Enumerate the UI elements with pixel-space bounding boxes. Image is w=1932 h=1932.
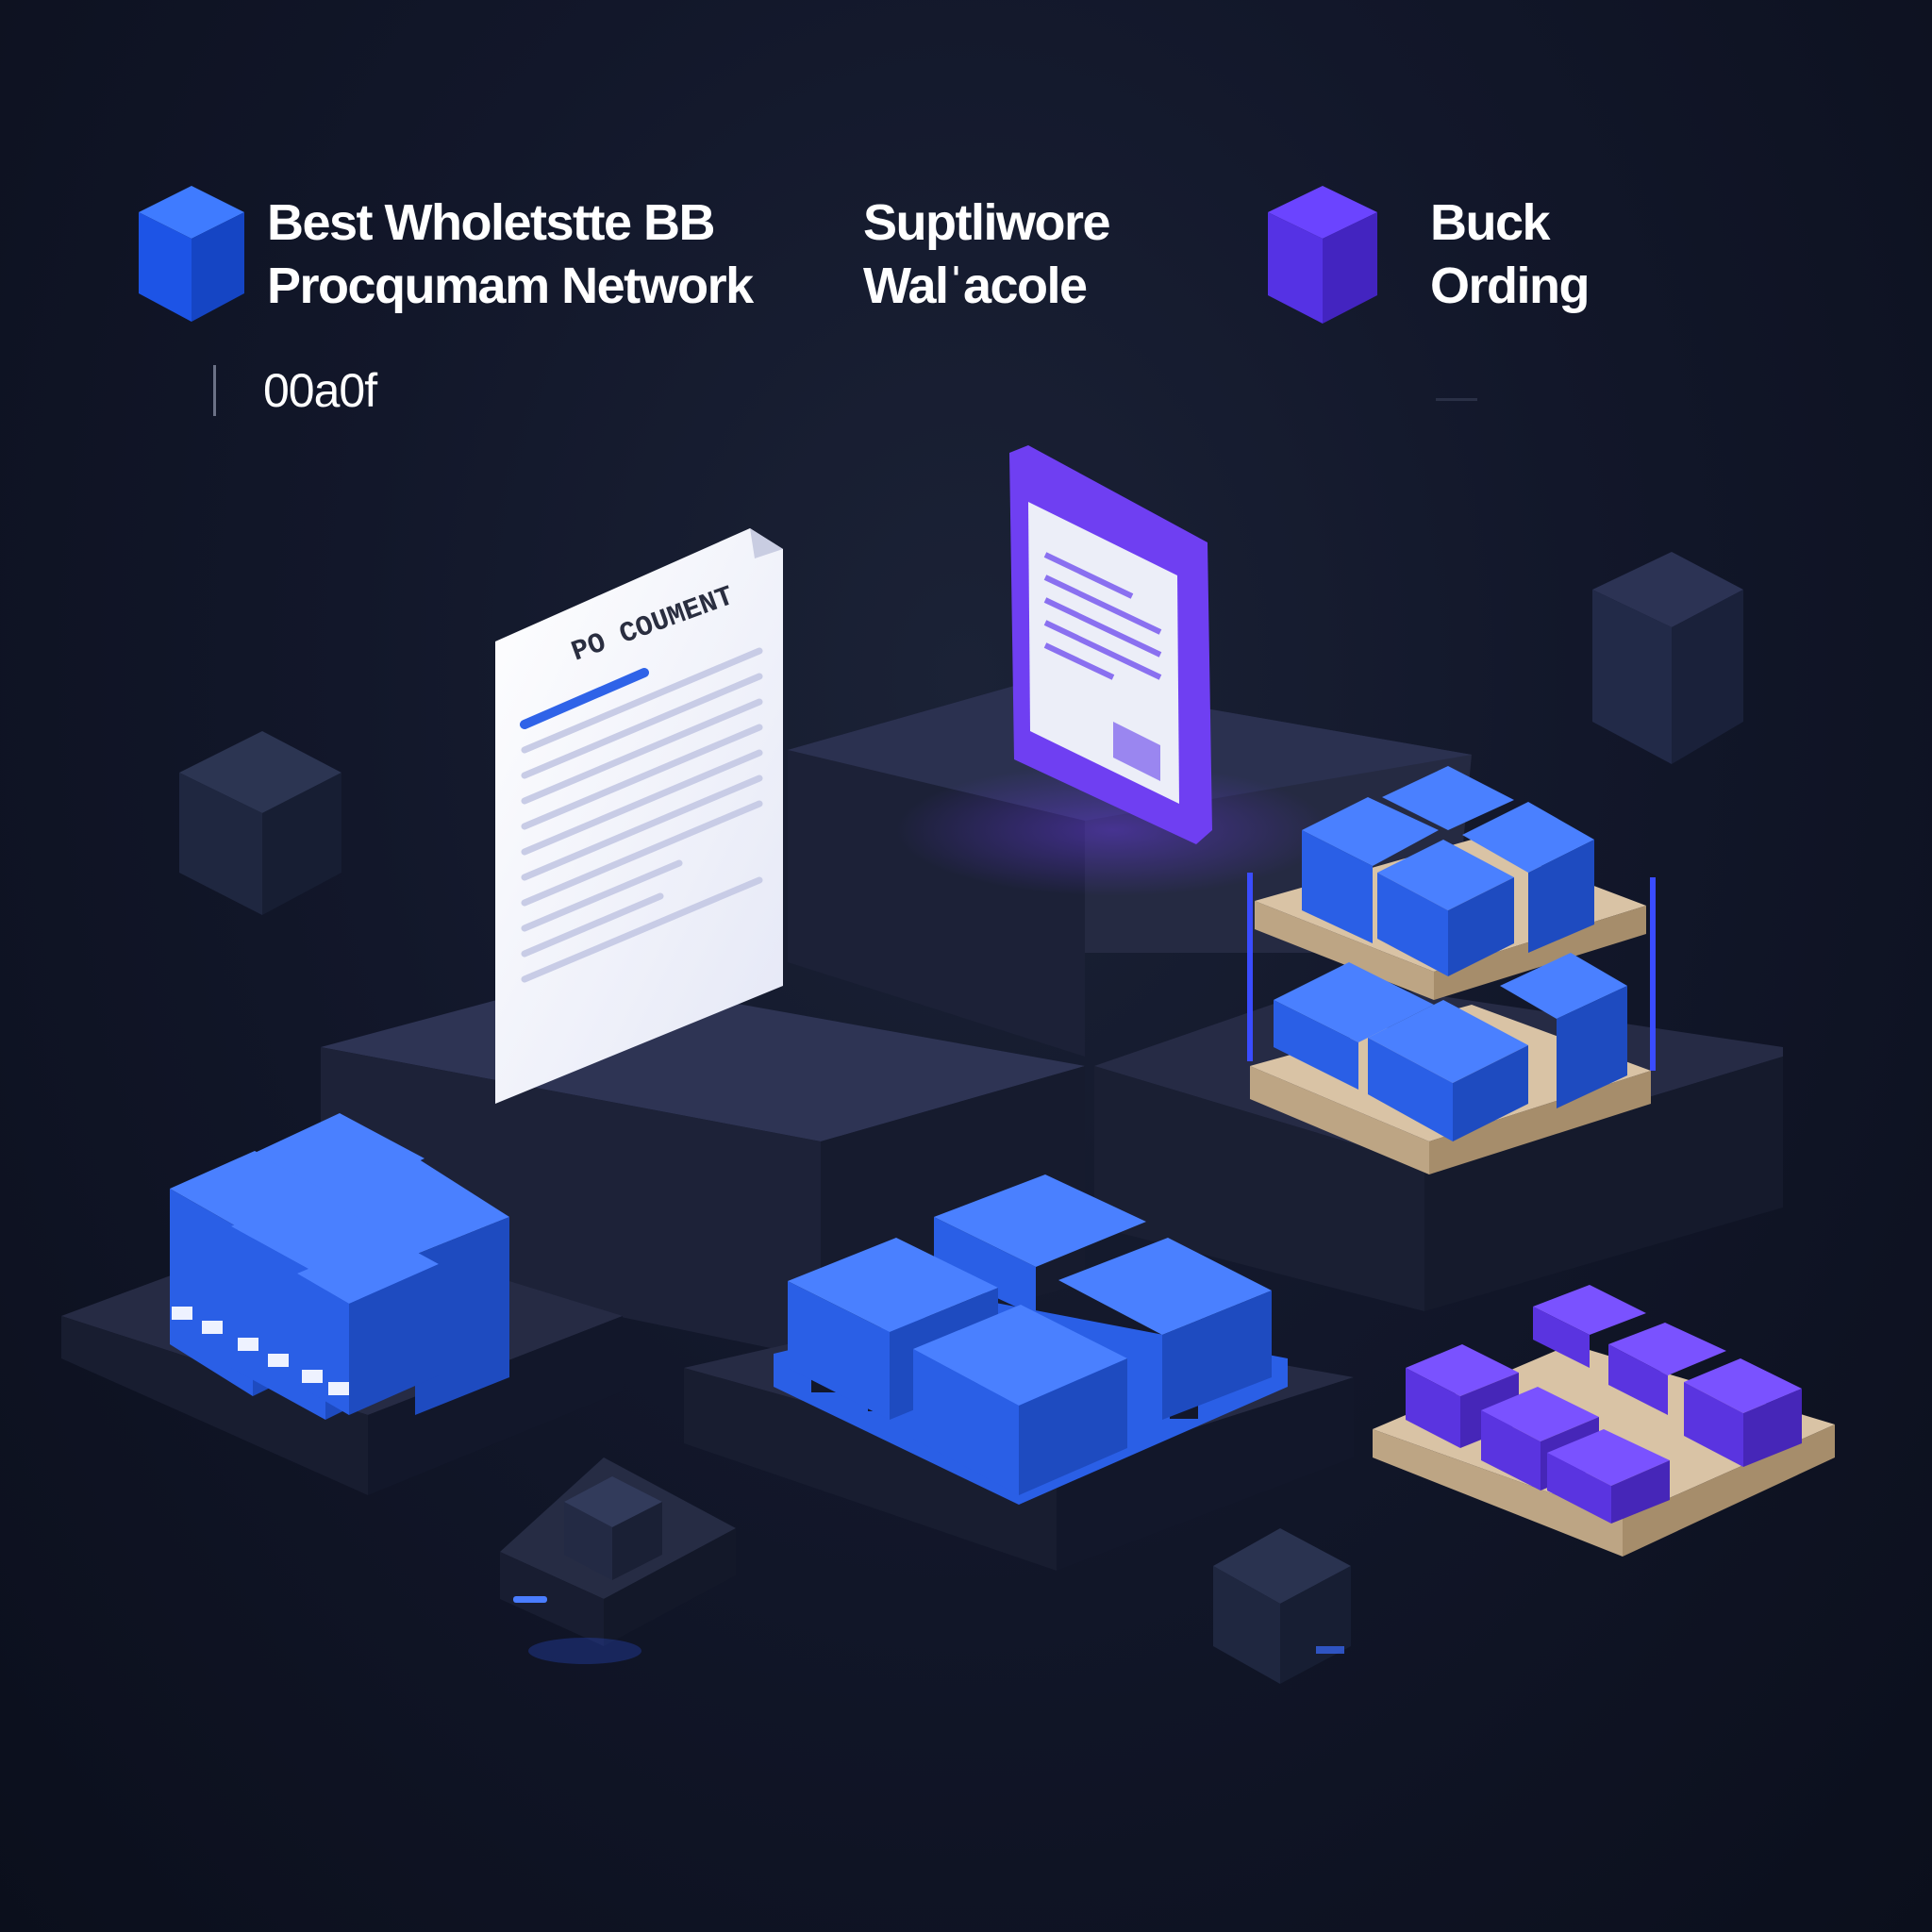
box-group-left — [170, 1113, 509, 1420]
decor-cube-bottom — [1213, 1528, 1351, 1684]
sub-code-row: 00a0f — [213, 363, 377, 418]
blue-box — [1382, 766, 1514, 830]
blue-box — [1462, 802, 1594, 953]
blue-cube-icon — [139, 186, 244, 322]
blue-box — [1274, 962, 1434, 1090]
purple-cube-icon — [1268, 186, 1377, 324]
shelf-rack — [1247, 766, 1656, 1174]
header-label-bulk-ordering: Buck Ording — [1430, 194, 1590, 314]
blue-box — [934, 1174, 1146, 1316]
header-item-bulk-ordering: Buck Ording — [1264, 184, 1590, 327]
blue-box — [1500, 953, 1627, 1108]
sub-code: 00a0f — [263, 364, 377, 417]
header-item-warehouse: Suptliwore Walˈacole — [863, 192, 1111, 318]
blue-box — [1368, 1000, 1528, 1141]
small-node-platform — [500, 1457, 736, 1664]
purple-box — [1547, 1429, 1670, 1524]
blue-box — [1302, 797, 1439, 943]
purple-box — [1684, 1358, 1802, 1467]
header-label-procurement: Best Wholetstte BB Procqumam Network — [267, 194, 754, 314]
tablet-glow — [896, 764, 1330, 896]
purple-box — [1608, 1323, 1726, 1415]
decor-cube-right — [1592, 552, 1743, 764]
header-label-warehouse: Suptliwore Walˈacole — [863, 194, 1111, 314]
blue-box — [1058, 1238, 1272, 1420]
blue-box — [1377, 840, 1514, 976]
box-group-center — [774, 1174, 1288, 1505]
tablet-device — [1009, 445, 1212, 844]
blue-box — [913, 1305, 1127, 1495]
decor-cube-left — [179, 731, 341, 915]
purple-box — [1533, 1285, 1646, 1368]
divider — [213, 365, 216, 416]
header-item-procurement: Best Wholetstte BB Procqumam Network — [135, 184, 754, 325]
divider — [1436, 398, 1477, 401]
purple-box-group — [1373, 1285, 1835, 1557]
